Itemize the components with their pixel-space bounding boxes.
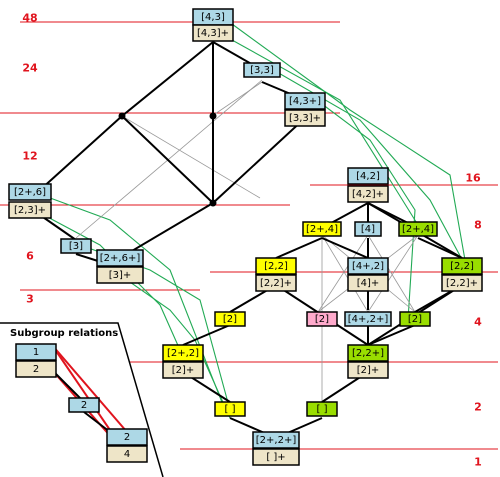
node-label-n3p: [3]+	[109, 270, 132, 281]
node-label-n43: [4,3]	[201, 12, 225, 23]
node-label-n22plusb: [2,2+]	[352, 348, 384, 359]
node-n43plus: [4,3+]	[284, 92, 326, 110]
legend-node-label: 2	[33, 364, 39, 375]
node-n2pb: [2]+	[347, 361, 389, 379]
legend-node-0: 1	[15, 343, 57, 361]
order-label-2: 2	[474, 401, 482, 414]
order-label-12: 12	[22, 150, 37, 163]
node-label-n2b: [2]	[315, 314, 329, 325]
node-n24a: [2+,4]	[302, 221, 342, 237]
node-n2a: [2]	[214, 311, 246, 327]
node-n22b: [2,2]	[441, 257, 483, 275]
node-n22a: [2,2]	[255, 257, 297, 275]
legend-box: Subgroup relations 1 2 2 2 4	[0, 322, 164, 477]
node-ep: [ ]+	[252, 448, 300, 466]
node-label-n33: [3,3]	[250, 65, 274, 76]
node-n3p: [3]+	[96, 266, 144, 284]
node-label-n24b: [2+,4]	[402, 224, 434, 235]
node-n42plus: [4+,2]	[347, 257, 389, 275]
order-label-16: 16	[465, 172, 481, 185]
node-n33p: [3,3]+	[284, 109, 326, 127]
node-label-n3: [3]	[69, 241, 83, 252]
node-n2c: [2]	[399, 311, 431, 327]
node-label-n2c: [2]	[408, 314, 422, 325]
node-label-n4p: [4]+	[357, 278, 380, 289]
legend-node-label: 4	[124, 449, 130, 460]
order-label-8: 8	[474, 219, 482, 232]
junction-dots	[118, 112, 217, 207]
node-label-n22bp: [2,2]+	[446, 278, 478, 289]
node-label-n22a: [2,2]	[264, 261, 288, 272]
node-n22plus: [2+,2]	[162, 344, 204, 362]
node-e1: [ ]	[214, 401, 246, 417]
node-label-n22pp: [2+,2+]	[256, 435, 297, 446]
node-n4: [4]	[354, 221, 382, 237]
legend-node-1: 2	[15, 360, 57, 378]
order-labels: 48 24 12 16 8 6 3 4 2 1	[22, 12, 482, 469]
order-label-1: 1	[474, 456, 482, 469]
legend-node-3: 2	[106, 428, 148, 446]
node-n2p: [2]+	[162, 361, 204, 379]
node-n43: [4,3]	[192, 8, 234, 26]
node-label-n23p: [2,3]+	[14, 205, 46, 216]
node-label-n22ap: [2,2]+	[260, 278, 292, 289]
node-n42p: [4,2]+	[347, 185, 389, 203]
node-n24b: [2+,4]	[398, 221, 438, 237]
node-label-n26p: [2+,6+]	[100, 253, 141, 264]
node-n26: [2+,6]	[8, 183, 52, 201]
node-label-n42pp: [4+,2+]	[348, 314, 389, 325]
node-label-e2: [ ]	[317, 404, 328, 415]
node-n42: [4,2]	[347, 167, 389, 185]
node-n2b: [2]	[306, 311, 338, 327]
node-label-n2p: [2]+	[172, 365, 195, 376]
order-label-24: 24	[22, 62, 38, 75]
node-label-ep: [ ]+	[266, 452, 285, 463]
node-n22bp: [2,2]+	[441, 274, 483, 292]
node-label-n43p: [4,3]+	[197, 28, 229, 39]
node-label-n42: [4,2]	[356, 171, 380, 182]
legend-node-4: 4	[106, 445, 148, 463]
node-label-n42p: [4,2]+	[352, 189, 384, 200]
node-n43p: [4,3]+	[192, 24, 234, 42]
legend-title: Subgroup relations	[10, 328, 118, 339]
node-n22pp: [2+,2+]	[252, 431, 300, 449]
correspondence-lines	[39, 23, 466, 419]
legend-node-label: 2	[81, 400, 87, 411]
node-label-e1: [ ]	[225, 404, 236, 415]
node-n4p: [4]+	[347, 274, 389, 292]
legend-node-label: 2	[124, 432, 130, 443]
node-n22plusb: [2,2+]	[347, 344, 389, 362]
node-n3: [3]	[60, 238, 92, 254]
node-label-n4: [4]	[361, 224, 375, 235]
legend-node-label: 1	[33, 347, 39, 358]
order-label-48: 48	[22, 12, 37, 25]
node-e2: [ ]	[306, 401, 338, 417]
node-n33: [3,3]	[243, 62, 281, 78]
lattice-nodes: [4,3] [4,3]+ [3,3] [4,3+] [3,3]+ [2+,6] [2,3]+…	[8, 8, 483, 466]
node-n42pp: [4+,2+]	[344, 311, 392, 327]
node-n22ap: [2,2]+	[255, 274, 297, 292]
node-label-n2pb: [2]+	[357, 365, 380, 376]
node-label-n2a: [2]	[223, 314, 237, 325]
node-n23p: [2,3]+	[8, 201, 52, 219]
order-label-3: 3	[26, 293, 34, 306]
node-n26p: [2+,6+]	[96, 249, 144, 267]
node-label-n24a: [2+,4]	[306, 224, 338, 235]
node-label-n22plus: [2+,2]	[167, 348, 199, 359]
order-label-6: 6	[26, 250, 34, 263]
node-label-n42plus: [4+,2]	[352, 261, 384, 272]
node-label-n43plus: [4,3+]	[289, 96, 321, 107]
node-label-n26: [2+,6]	[14, 187, 46, 198]
legend-node-2: 2	[68, 397, 100, 413]
order-label-4: 4	[474, 316, 482, 329]
lattice-edges	[39, 41, 463, 439]
node-label-n33p: [3,3]+	[289, 113, 321, 124]
node-label-n22b: [2,2]	[450, 261, 474, 272]
